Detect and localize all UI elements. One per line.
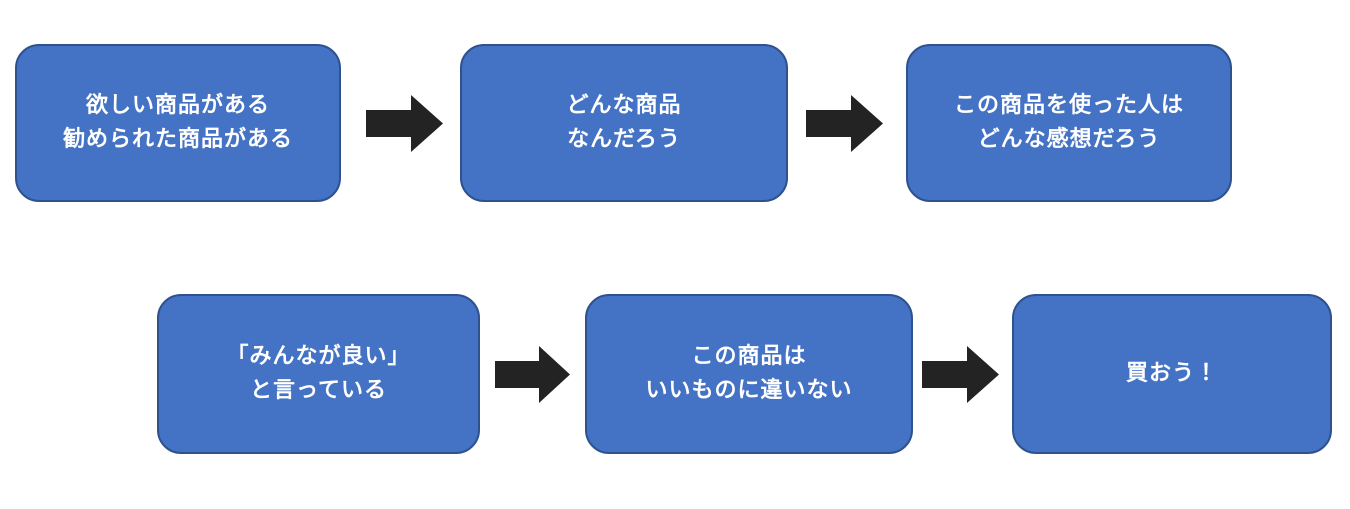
flow-step-text: 買おう！ (1125, 361, 1218, 386)
flow-step-text: と言っている (250, 378, 387, 403)
flow-step-user-impressions: この商品を使った人は どんな感想だろう (906, 44, 1232, 202)
flow-step-what-product: どんな商品 なんだろう (460, 44, 788, 202)
flow-step-text: いいものに違いない (645, 378, 853, 403)
flow-step-must-be-good: この商品は いいものに違いない (585, 294, 913, 454)
flow-step-text: なんだろう (567, 127, 681, 152)
arrow-right-icon (366, 95, 443, 152)
flow-step-want-product: 欲しい商品がある 勧められた商品がある (15, 44, 341, 202)
flow-step-everyone-says-good: 「みんなが良い」 と言っている (157, 294, 480, 454)
flow-step-text: この商品は (691, 344, 807, 369)
flow-step-text: 欲しい商品がある (85, 93, 270, 118)
arrow-right-icon (806, 95, 883, 152)
arrow-right-icon (495, 346, 570, 403)
arrow-right-icon (922, 346, 999, 403)
flow-step-text: この商品を使った人は (953, 93, 1184, 118)
flow-step-text: どんな商品 (566, 93, 682, 118)
flow-step-text: どんな感想だろう (977, 127, 1161, 152)
flow-step-text: 勧められた商品がある (62, 127, 293, 152)
flow-step-text: 「みんなが良い」 (226, 344, 411, 369)
flow-step-lets-buy: 買おう！ (1012, 294, 1332, 454)
